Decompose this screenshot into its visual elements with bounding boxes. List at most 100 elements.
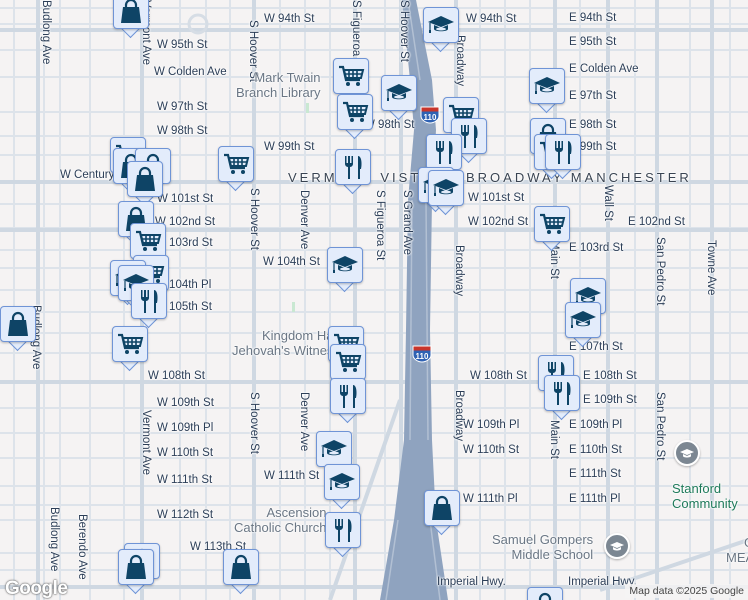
school-pin-icon[interactable]	[604, 533, 630, 559]
street-label-vertical: S Figueroa St	[374, 190, 386, 261]
street-label: W 94th St	[264, 13, 315, 25]
graduation-cap-marker[interactable]	[428, 170, 464, 216]
street-label: W 111th St	[264, 470, 320, 482]
svg-text:110: 110	[424, 113, 437, 122]
street-label: W 109th Pl	[463, 419, 520, 431]
restaurant-marker[interactable]	[330, 378, 366, 424]
street-label: W 98th St	[364, 119, 415, 131]
street-label-vertical: San Pedro St	[654, 237, 666, 306]
street-label-vertical: Wall St	[602, 185, 614, 221]
interstate-shield-icon: 110	[412, 345, 432, 363]
street-label: W 104th St	[263, 256, 320, 268]
graduation-cap-marker[interactable]	[565, 302, 601, 348]
street-label-vertical: S Hoover St	[398, 0, 410, 62]
shopping-bag-marker[interactable]	[113, 0, 149, 39]
street-label-vertical: Denver Ave	[298, 392, 310, 452]
graduation-cap-marker[interactable]	[327, 247, 363, 293]
street-label: E 110th St	[569, 444, 622, 456]
street-label-vertical: San Pedro St	[654, 392, 666, 461]
shopping-cart-marker[interactable]	[130, 223, 166, 269]
shopping-bag-marker[interactable]	[118, 549, 154, 595]
street-label: W 110th St	[463, 444, 520, 456]
street-label: W 94th St	[466, 13, 517, 25]
place-label[interactable]: Stanford Community	[672, 481, 738, 511]
street-label-vertical: Denver Ave	[298, 190, 310, 250]
place-label[interactable]: Ascension Catholic Church	[234, 505, 327, 535]
restaurant-marker[interactable]	[544, 375, 580, 421]
street-label: W 104th Pl	[155, 279, 212, 291]
street-label: E Colden Ave	[569, 63, 639, 75]
street-label: W 110th St	[157, 447, 214, 459]
shopping-bag-marker[interactable]	[527, 587, 563, 600]
graduation-cap-marker[interactable]	[324, 464, 360, 510]
street-label-vertical: Broadway	[453, 390, 465, 442]
shopping-bag-marker[interactable]	[424, 490, 460, 536]
street-label-vertical: Broadway	[453, 245, 465, 297]
restaurant-marker[interactable]	[545, 134, 581, 180]
street-label: W 102nd St	[155, 216, 216, 228]
street-label-vertical: S Hoover St	[248, 188, 260, 250]
graduation-cap-marker[interactable]	[423, 7, 459, 53]
street-label: W 109th St	[157, 397, 214, 409]
street-label-vertical: Berendo Ave	[76, 514, 88, 580]
street-label-vertical: Main St	[548, 420, 560, 459]
street-label-vertical: Towne Ave	[705, 240, 717, 296]
shopping-bag-marker[interactable]	[0, 306, 36, 352]
street-label-vertical: Budlong Ave	[40, 0, 52, 65]
street-label: W 108th St	[148, 370, 205, 382]
shopping-cart-marker[interactable]	[218, 146, 254, 192]
street-label: W 105th St	[155, 301, 212, 313]
street-label: W 97th St	[157, 101, 208, 113]
street-label: W Colden Ave	[154, 66, 227, 78]
street-label: E 102nd St	[628, 216, 685, 228]
map-attribution[interactable]: Map data ©2025 Google	[625, 584, 748, 598]
street-label: E 109th Pl	[569, 419, 623, 431]
graduation-cap-marker[interactable]	[316, 431, 352, 477]
interstate-shield-icon: 110	[420, 106, 440, 124]
shopping-cart-marker[interactable]	[112, 326, 148, 372]
restaurant-marker[interactable]	[426, 134, 462, 180]
restaurant-marker[interactable]	[325, 512, 361, 558]
street-label: E 109th St	[583, 394, 637, 406]
shopping-cart-marker[interactable]	[534, 206, 570, 252]
street-label-vertical: S Hoover St	[248, 392, 260, 454]
street-label: W 111th St	[157, 474, 213, 486]
school-pin-icon[interactable]	[674, 440, 700, 466]
graduation-cap-marker[interactable]	[529, 68, 565, 114]
shopping-bag-marker[interactable]	[127, 161, 163, 207]
street-label: E 97th St	[569, 90, 617, 102]
restaurant-marker[interactable]	[131, 283, 167, 329]
street-label: W 112th St	[157, 509, 214, 521]
svg-text:110: 110	[416, 352, 429, 361]
street-label: E 103rd St	[569, 242, 624, 254]
shopping-cart-marker[interactable]	[337, 94, 373, 140]
street-label: E 108th St	[583, 370, 637, 382]
street-label: Imperial Hwy.	[568, 576, 637, 588]
place-label[interactable]: Samuel Gompers Middle School	[492, 532, 594, 562]
place-label[interactable]: G MEA	[726, 535, 748, 565]
street-label: E 94th St	[569, 12, 617, 24]
shopping-cart-marker[interactable]	[330, 344, 366, 390]
street-label: W 95th St	[157, 39, 208, 51]
street-label: Imperial Hwy.	[437, 576, 506, 588]
street-label-vertical: Budlong Ave	[48, 507, 60, 572]
shopping-cart-marker[interactable]	[333, 58, 369, 104]
street-label: W 102nd St	[468, 216, 529, 228]
street-label: W Century	[60, 169, 115, 181]
restaurant-marker[interactable]	[335, 149, 371, 195]
graduation-cap-marker[interactable]	[381, 75, 417, 121]
shopping-bag-marker[interactable]	[223, 549, 259, 595]
street-label: W 109th Pl	[157, 422, 214, 434]
street-label-vertical: S Grand Ave	[401, 190, 413, 255]
street-label-vertical: Vermont Ave	[140, 410, 152, 475]
street-label: W 101st St	[468, 192, 525, 204]
neighborhood-label: BROADWAY MANCHESTER	[466, 170, 692, 185]
place-label[interactable]: Mark Twain Branch Library	[236, 70, 321, 100]
street-label: W 111th Pl	[463, 493, 518, 505]
street-label: E 98th St	[569, 119, 617, 131]
street-label: W 99th St	[264, 141, 315, 153]
street-label: W 103rd St	[155, 237, 213, 249]
street-label: W 98th St	[157, 125, 208, 137]
street-label: E 111th Pl	[569, 493, 621, 505]
